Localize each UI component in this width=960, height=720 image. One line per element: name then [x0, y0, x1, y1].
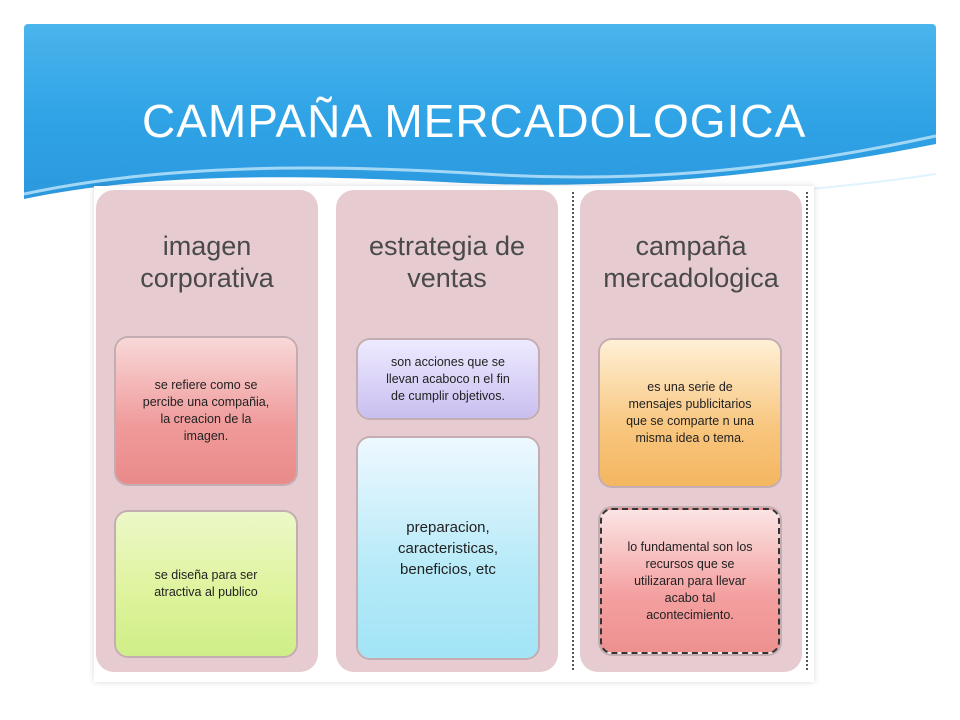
- card-text: se diseña para ser atractiva al publico: [154, 568, 258, 599]
- card-text: lo fundamental son los recursos que se u…: [627, 539, 753, 622]
- column-heading: imagen corporativa: [140, 231, 274, 293]
- card-text: preparacion, caracteristicas, beneficios…: [397, 518, 499, 578]
- column-imagen-corporativa: imagen corporativa se refiere como se pe…: [96, 190, 318, 672]
- card-text: se refiere como se percibe una compañia,…: [142, 378, 270, 443]
- column-divider: [806, 192, 808, 670]
- card-text: son acciones que se llevan acaboco n el …: [386, 354, 510, 403]
- column-divider: [572, 192, 574, 670]
- comparison-diagram: imagen corporativa se refiere como se pe…: [94, 186, 814, 682]
- column-estrategia-de-ventas: estrategia de ventas son acciones que se…: [336, 190, 558, 672]
- card-text: es una serie de mensajes publicitarios q…: [626, 380, 754, 445]
- slide-title: CAMPAÑA MERCADOLOGICA: [142, 95, 807, 147]
- card-series: es una serie de mensajes publicitarios q…: [600, 340, 780, 486]
- card-definition: se refiere como se percibe una compañia,…: [116, 338, 296, 484]
- card-actions: son acciones que se llevan acaboco n el …: [358, 340, 538, 418]
- column-heading: campaña mercadologica: [603, 231, 779, 293]
- card-preparation: preparacion, caracteristicas, beneficios…: [358, 438, 538, 658]
- column-heading: estrategia de ventas: [368, 231, 526, 293]
- card-resources: lo fundamental son los recursos que se u…: [600, 508, 780, 654]
- card-design: se diseña para ser atractiva al publico: [116, 512, 296, 656]
- column-campana-mercadologica: campaña mercadologica es una serie de me…: [580, 190, 802, 672]
